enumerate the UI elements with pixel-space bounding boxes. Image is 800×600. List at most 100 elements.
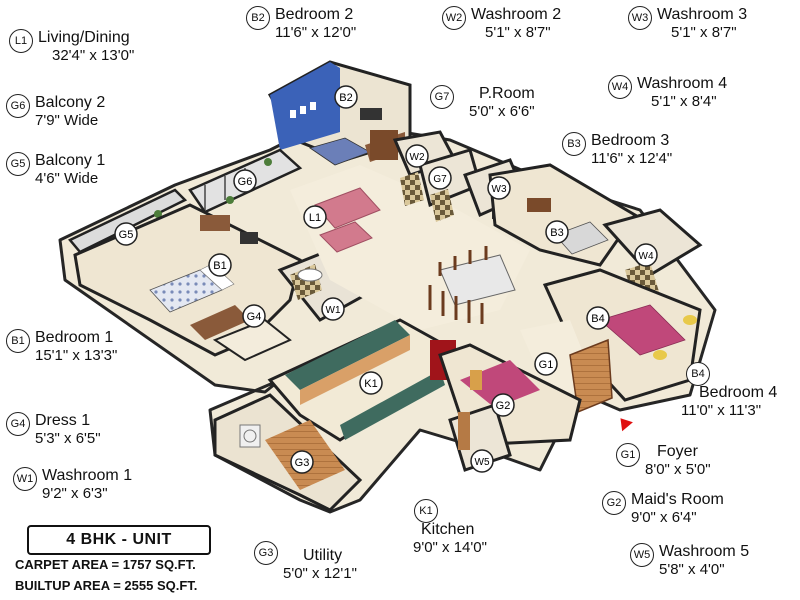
legend-item-g5: G5 Balcony 1 4'6" Wide	[6, 152, 105, 188]
legend-badge: W5	[630, 543, 654, 567]
svg-text:B1: B1	[213, 260, 226, 272]
legend-dimension: 7'9" Wide	[35, 112, 99, 129]
svg-text:W5: W5	[475, 457, 490, 468]
svg-text:B2: B2	[339, 92, 352, 104]
legend-dimension: 5'1" x 8'7"	[671, 24, 737, 41]
legend-dimension: 5'0" x 12'1"	[283, 565, 357, 582]
legend-dimension: 9'0" x 14'0"	[413, 539, 487, 556]
legend-dimension: 5'8" x 4'0"	[659, 561, 725, 578]
legend-item-g7: G7 P.Room 5'0" x 6'6"	[430, 85, 535, 121]
legend-item-w3: W3 Washroom 3 5'1" x 8'7"	[628, 6, 747, 42]
room-living-dining	[290, 130, 530, 330]
legend-name: Bedroom 2	[275, 6, 354, 23]
plan-marker-w3: W3	[487, 176, 511, 200]
legend-item-b4: B4 Bedroom 4 11'0" x 11'3"	[681, 362, 778, 420]
legend-name: Bedroom 3	[591, 132, 670, 149]
legend-item-g2: G2 Maid's Room 9'0" x 6'4"	[602, 491, 724, 527]
legend-dimension: 9'0" x 6'4"	[631, 509, 697, 526]
svg-text:W3: W3	[492, 184, 507, 195]
legend-name: Living/Dining	[38, 29, 130, 46]
legend-item-b3: B3 Bedroom 3 11'6" x 12'4"	[562, 132, 672, 168]
room-dress-1	[212, 318, 292, 362]
legend-badge: W2	[442, 6, 466, 30]
legend-name: Balcony 1	[35, 152, 106, 169]
legend-name: Bedroom 1	[35, 329, 114, 346]
legend-name: Bedroom 4	[699, 384, 778, 401]
legend-badge: G6	[6, 94, 30, 118]
svg-text:L1: L1	[309, 212, 321, 224]
plan-marker-b2: B2	[334, 85, 358, 109]
legend-badge: B1	[6, 329, 30, 353]
plan-marker-g4: G4	[242, 304, 266, 328]
plan-marker-w1: W1	[321, 297, 345, 321]
legend-item-w1: W1 Washroom 1 9'2" x 6'3"	[13, 467, 132, 503]
plan-marker-w4: W4	[634, 243, 658, 267]
legend-item-b1: B1 Bedroom 1 15'1" x 13'3"	[6, 329, 117, 365]
svg-text:G2: G2	[496, 400, 511, 412]
plan-marker-k1: K1	[359, 371, 383, 395]
plan-marker-g7: G7	[428, 166, 452, 190]
plan-marker-w2: W2	[405, 144, 429, 168]
svg-text:B3: B3	[550, 227, 563, 239]
room-foyer	[520, 320, 613, 414]
legend-dimension: 5'1" x 8'4"	[651, 93, 717, 110]
legend-name: Washroom 5	[659, 543, 750, 560]
legend-dimension: 4'6" Wide	[35, 170, 99, 187]
legend-dimension: 15'1" x 13'3"	[35, 347, 118, 364]
svg-text:G5: G5	[119, 229, 134, 241]
legend-badge: W1	[13, 467, 37, 491]
legend-name: Washroom 1	[42, 467, 133, 484]
legend-item-g6: G6 Balcony 2 7'9" Wide	[6, 94, 105, 130]
legend-badge: B2	[246, 6, 270, 30]
room-kitchen	[267, 318, 456, 442]
legend-item-b2: B2 Bedroom 2 11'6" x 12'0"	[246, 6, 356, 42]
plan-marker-b3: B3	[545, 220, 569, 244]
plan-marker-l1: L1	[303, 205, 327, 229]
plan-marker-g2: G2	[491, 393, 515, 417]
legend-name: Utility	[303, 547, 343, 564]
plan-marker-w5: W5	[470, 449, 494, 473]
svg-text:G6: G6	[238, 176, 253, 188]
plan-marker-b1: B1	[208, 253, 232, 277]
legend-dimension: 11'0" x 11'3"	[681, 402, 762, 419]
svg-text:G7: G7	[433, 174, 447, 185]
legend-badge: B4	[686, 362, 710, 386]
legend-dimension: 11'6" x 12'4"	[591, 150, 673, 167]
plan-marker-g1: G1	[534, 352, 558, 376]
unit-type-box: 4 BHK - UNIT	[27, 525, 211, 555]
legend-badge: G7	[430, 85, 454, 109]
svg-text:G1: G1	[539, 359, 554, 371]
legend-item-g1: G1 Foyer 8'0" x 5'0"	[616, 443, 711, 479]
svg-text:W4: W4	[639, 251, 654, 262]
svg-text:W2: W2	[410, 152, 425, 163]
plan-marker-b4: B4	[586, 306, 610, 330]
legend-dimension: 5'1" x 8'7"	[485, 24, 551, 41]
plan-marker-g6: G6	[233, 169, 257, 193]
legend-dimension: 32'4" x 13'0"	[52, 47, 135, 64]
legend-dimension: 8'0" x 5'0"	[645, 461, 711, 478]
svg-text:G4: G4	[247, 311, 262, 323]
svg-text:W1: W1	[326, 305, 341, 316]
legend-badge: G5	[6, 152, 30, 176]
legend-badge: G3	[254, 541, 278, 565]
plan-markers: B2 G6 L1 W2 G7 W3 G5 B1 B3 W4 G4 W1 B4 G…	[114, 85, 658, 474]
room-washroom-5	[448, 403, 512, 472]
legend-item-w2: W2 Washroom 2 5'1" x 8'7"	[442, 6, 561, 42]
legend-name: Washroom 2	[471, 6, 562, 23]
legend-badge: K1	[414, 499, 438, 523]
legend-item-k1: K1 Kitchen 9'0" x 14'0"	[413, 499, 487, 557]
svg-text:B4: B4	[591, 313, 604, 325]
legend-name: Kitchen	[421, 521, 475, 538]
legend-badge: L1	[9, 29, 33, 53]
legend-name: Washroom 4	[637, 75, 728, 92]
legend-item-g4: G4 Dress 1 5'3" x 6'5"	[6, 412, 101, 448]
legend-name: Dress 1	[35, 412, 91, 429]
legend-dimension: 5'0" x 6'6"	[469, 103, 535, 120]
legend-item-w4: W4 Washroom 4 5'1" x 8'4"	[608, 75, 727, 111]
plan-marker-g3: G3	[290, 450, 314, 474]
legend-badge: B3	[562, 132, 586, 156]
legend-dimension: 9'2" x 6'3"	[42, 485, 108, 502]
legend-name: Washroom 3	[657, 6, 748, 23]
legend-badge: G1	[616, 443, 640, 467]
